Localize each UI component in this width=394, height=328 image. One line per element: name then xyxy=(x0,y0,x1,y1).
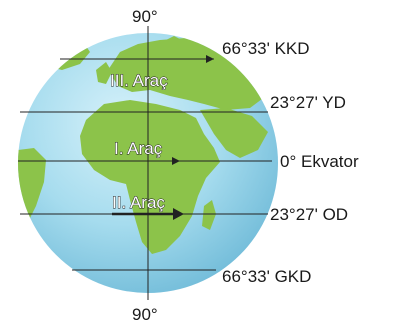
land-madagascar xyxy=(202,200,216,230)
vehicle-2-label: II. Araç xyxy=(112,193,165,212)
antarctic-circle-label: 66°33' GKD xyxy=(222,267,311,286)
tropic-of-cancer-label: 23°27' YD xyxy=(270,93,346,112)
equator-arrow-icon xyxy=(172,157,180,165)
globe xyxy=(18,26,278,300)
equator-label: 0° Ekvator xyxy=(280,152,359,171)
land-britain xyxy=(96,62,112,84)
land-africa xyxy=(80,100,220,254)
arctic-circle-label: 66°33' KKD xyxy=(222,39,310,58)
land-scandinavia xyxy=(146,36,186,72)
tropic-of-capricorn-label: 23°27' OD xyxy=(270,205,348,224)
land-arabia xyxy=(200,108,268,158)
north-pole-label: 90° xyxy=(132,7,158,26)
vehicle-2-arrow-icon xyxy=(173,208,184,220)
arctic-arrow-icon xyxy=(206,55,214,63)
vehicle-3-label: III. Araç xyxy=(110,71,168,90)
south-pole-label: 90° xyxy=(132,305,158,324)
vehicle-1-label: I. Araç xyxy=(114,139,163,158)
